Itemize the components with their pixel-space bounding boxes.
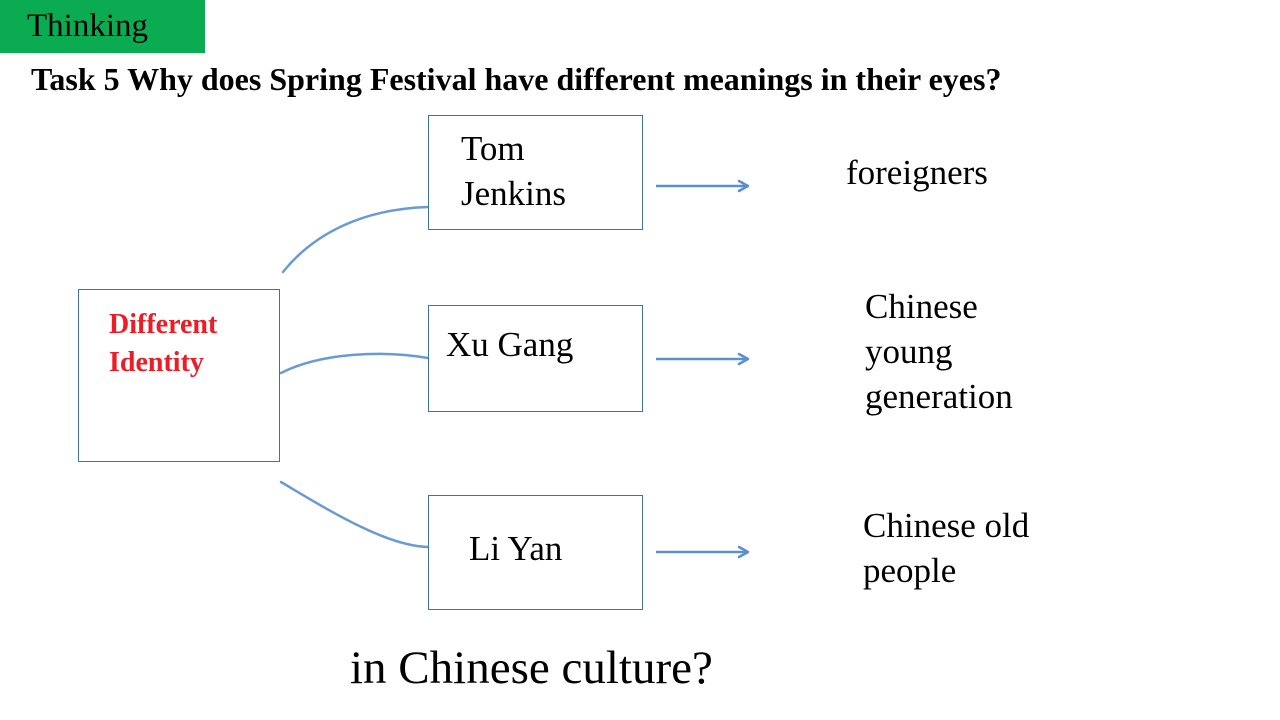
curve-connector-root-to-tom: [281, 205, 430, 274]
meaning-label-young-generation: Chinese young generation: [865, 287, 1013, 416]
curve-connector-root-to-li: [279, 480, 430, 549]
node-li-yan: Li Yan: [428, 495, 643, 610]
node-xu-gang: Xu Gang: [428, 305, 643, 412]
meaning-label-foreigners: foreigners: [846, 153, 988, 192]
slide-title: Task 5 Why does Spring Festival have dif…: [31, 61, 1002, 97]
node-tom-jenkins: Tom Jenkins: [428, 115, 643, 230]
footer-question: in Chinese culture?: [350, 642, 713, 694]
root-node-different-identity: Different Identity: [78, 289, 280, 462]
curve-connector-root-to-xu: [279, 352, 430, 375]
thinking-badge: Thinking: [0, 0, 205, 53]
meaning-label-old-people: Chinese old people: [863, 506, 1030, 590]
